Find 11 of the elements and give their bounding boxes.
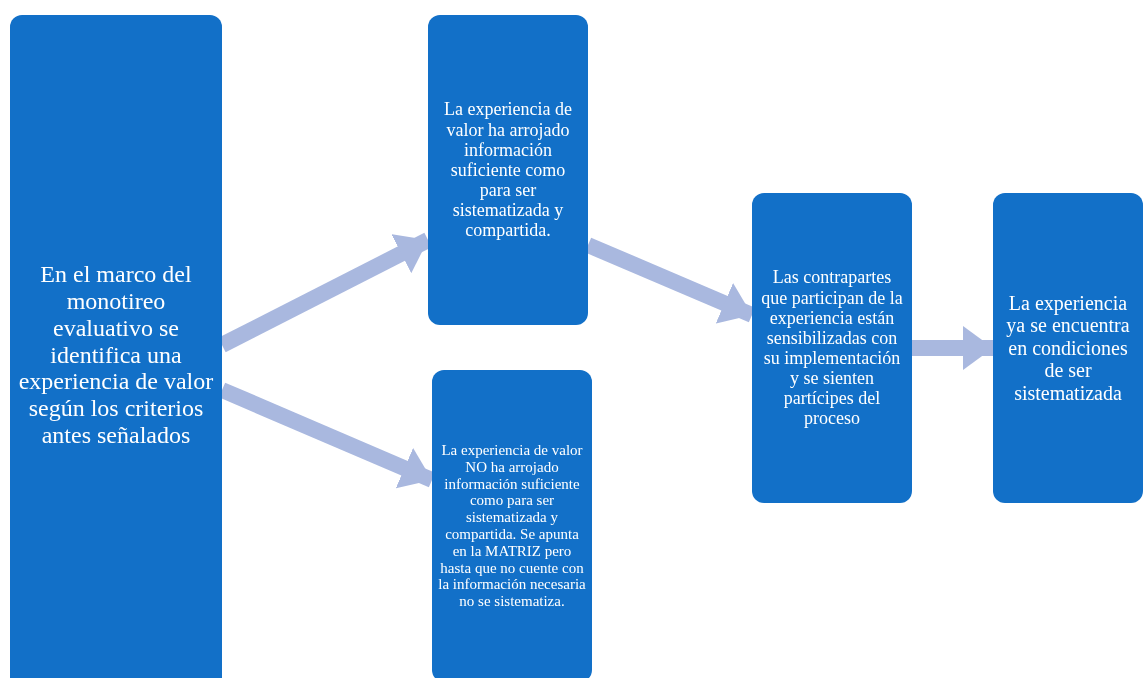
box-text: Las contrapartes que participan de la experiencia están sensibilizadas con su implementación y se sienten partícipes del proceso: [760, 267, 904, 429]
process-box: [752, 193, 912, 503]
box-text: En el marco del monotireo evaluativo se identifica una experiencia de valor según los criterios antes señalados: [17, 260, 215, 450]
process-box: [428, 15, 588, 325]
box-text: La experiencia de valor NO ha arrojado información suficiente como para ser sistematizada y compartida. Se apunta en la MATRIZ pero hasta que no cuente con la información necesaria no se sistematiza.: [438, 442, 586, 610]
block-arrow: [912, 326, 993, 370]
box-text: La experiencia ya se encuentra en condiciones de ser sistematizada: [1005, 292, 1131, 404]
box-text: La experiencia de valor ha arrojado información suficiente como para ser sistematizada y compartida.: [443, 99, 573, 241]
process-box: [432, 370, 592, 678]
process-box: [993, 193, 1143, 503]
process-box: [10, 15, 222, 678]
